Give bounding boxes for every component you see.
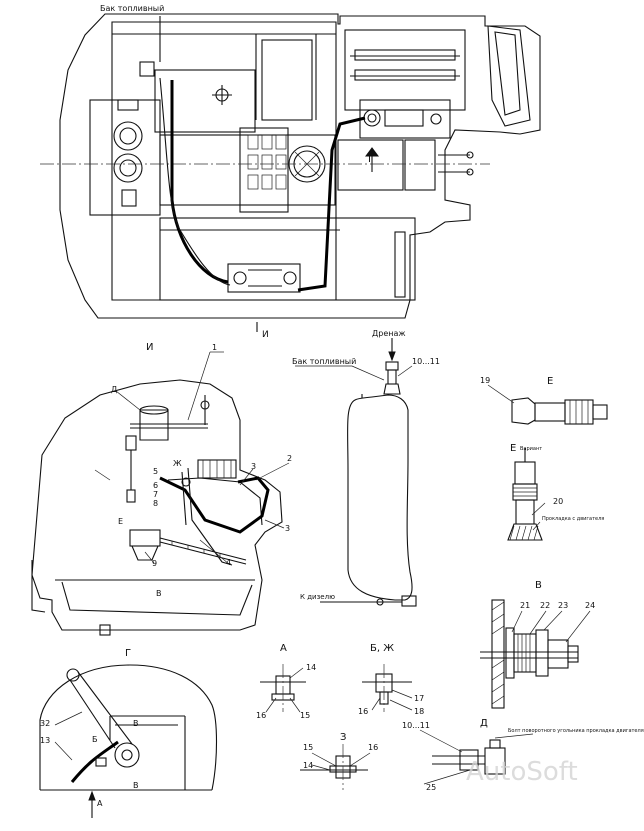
detail-b-zh-drawing bbox=[362, 664, 413, 712]
callout-23: 23 bbox=[558, 601, 568, 610]
callout-16-a: 16 bbox=[256, 711, 266, 720]
detail-d-labels: Д 10...11 Болт поворотного угольника про… bbox=[402, 718, 644, 792]
callout-24: 24 bbox=[585, 601, 595, 610]
callout-9: 9 bbox=[152, 559, 157, 568]
callout-16-z: 16 bbox=[368, 743, 378, 752]
tank-part-ref: 10...11 bbox=[412, 357, 440, 366]
callout-6: 6 bbox=[153, 481, 158, 490]
detail-d-title: Д bbox=[480, 718, 488, 729]
detail-e-variant-title: Е bbox=[510, 443, 516, 454]
callout-21: 21 bbox=[520, 601, 530, 610]
detail-a-title: А bbox=[280, 643, 287, 654]
detail-b-zh-title: Б, Ж bbox=[370, 643, 394, 654]
view-i-marker: И bbox=[262, 330, 269, 340]
callout-1: 1 bbox=[212, 343, 217, 352]
callout-8: 8 bbox=[153, 499, 158, 508]
detail-e-title: Е bbox=[547, 376, 553, 387]
view-i-labels: И 1 2 3 3 4 5 6 7 8 9 Д Ж Е В bbox=[111, 342, 292, 598]
callout-zh: Ж bbox=[173, 459, 182, 468]
fuel-tank-label-top: Бак топливный bbox=[100, 4, 164, 13]
callout-15-a: 15 bbox=[300, 711, 310, 720]
callout-13: 13 bbox=[40, 736, 50, 745]
callout-7: 7 bbox=[153, 490, 158, 499]
gasket-label: Прокладка с двигателя bbox=[542, 516, 604, 522]
callout-e: Е bbox=[118, 517, 123, 526]
callout-19: 19 bbox=[480, 376, 490, 385]
tank-view-drawing bbox=[295, 338, 417, 607]
detail-z-drawing bbox=[300, 744, 371, 790]
top-plan-labels: Бак топливный Г И bbox=[100, 4, 374, 340]
callout-b-g: Б bbox=[92, 735, 98, 744]
callout-v-g1: В bbox=[133, 719, 139, 728]
callout-25: 25 bbox=[426, 783, 436, 792]
top-plan-view bbox=[40, 13, 541, 332]
callout-3b: 3 bbox=[285, 524, 290, 533]
detail-e-variant-labels: Е Вариант 20 Прокладка с двигателя bbox=[510, 443, 604, 522]
callout-32: 32 bbox=[40, 719, 50, 728]
detail-d-drawing bbox=[419, 729, 534, 785]
detail-v-drawing bbox=[480, 599, 591, 709]
callout-v-g2: В bbox=[133, 781, 139, 790]
detail-a-labels: А 14 16 15 bbox=[256, 643, 316, 720]
variant-label: Вариант bbox=[520, 446, 542, 452]
tank-view-labels: Дренаж Бак топливный 10...11 К дизелю bbox=[292, 329, 440, 601]
callout-18: 18 bbox=[414, 707, 424, 716]
callout-20: 20 bbox=[553, 497, 563, 506]
detail-g-title: Г bbox=[125, 648, 131, 659]
detail-v-labels: В 21 22 23 24 bbox=[520, 580, 595, 610]
callout-2: 2 bbox=[287, 454, 292, 463]
detail-b-zh-labels: Б, Ж 16 17 18 bbox=[358, 643, 424, 716]
detail-g-labels: Г 32 13 Б В В А bbox=[40, 648, 139, 808]
callout-14-z: 14 bbox=[303, 761, 313, 770]
to-diesel-label: К дизелю bbox=[300, 593, 335, 601]
detail-v-title: В bbox=[535, 580, 542, 591]
callout-3a: 3 bbox=[251, 462, 256, 471]
watermark: AutoSoft bbox=[466, 757, 578, 787]
callout-d: Д bbox=[111, 385, 117, 394]
detail-a-drawing bbox=[260, 664, 306, 713]
callout-5: 5 bbox=[153, 467, 158, 476]
callout-17: 17 bbox=[414, 694, 424, 703]
callout-14-a: 14 bbox=[306, 663, 316, 672]
callout-15-z: 15 bbox=[303, 743, 313, 752]
callout-16-b: 16 bbox=[358, 707, 368, 716]
detail-e-top-drawing bbox=[487, 384, 608, 425]
view-i-drawing bbox=[31, 351, 290, 636]
detail-z-title: З bbox=[340, 732, 346, 743]
detail-e-top-labels: Е 19 bbox=[480, 376, 553, 387]
view-i-title: И bbox=[146, 342, 153, 353]
detail-d-part-ref: 10...11 bbox=[402, 721, 430, 730]
detail-g-drawing bbox=[39, 664, 218, 818]
detail-d-note: Болт поворотного угольника прокладка дви… bbox=[508, 728, 644, 734]
callout-4: 4 bbox=[226, 558, 231, 567]
tank-label: Бак топливный bbox=[292, 357, 356, 366]
drain-label: Дренаж bbox=[372, 329, 406, 338]
section-a-arrow-label: А bbox=[97, 799, 103, 808]
callout-v: В bbox=[156, 589, 162, 598]
callout-22: 22 bbox=[540, 601, 550, 610]
detail-z-labels: З 15 16 14 bbox=[303, 732, 378, 770]
section-g-marker: Г bbox=[368, 154, 374, 165]
detail-e-variant-drawing bbox=[507, 448, 546, 541]
